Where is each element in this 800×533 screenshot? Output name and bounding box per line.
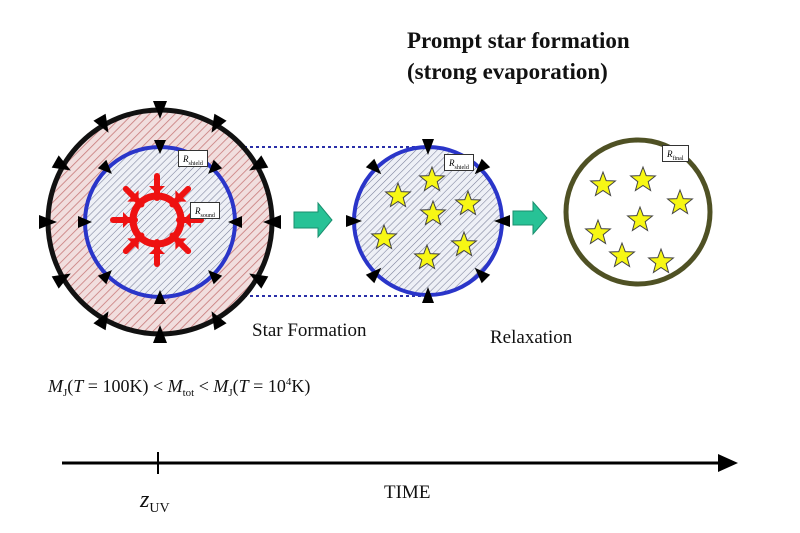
star-icon: [454, 189, 482, 216]
star-icon: [419, 199, 447, 226]
title-line-2: (strong evaporation): [407, 59, 608, 84]
star-icon: [629, 165, 657, 192]
star-icon: [666, 188, 694, 215]
infall-arrow: [474, 158, 491, 175]
infall-arrow: [93, 311, 109, 331]
r-final-symbol: R: [667, 149, 673, 159]
star-icon: [384, 181, 412, 208]
star-forming-cloud: [346, 139, 510, 303]
star-icon: [589, 170, 617, 197]
star-icon: [626, 205, 654, 232]
star-icon: [418, 165, 446, 192]
infall-arrow: [97, 270, 112, 285]
infall-arrow: [211, 311, 227, 331]
infall-arrow: [263, 215, 281, 229]
infall-arrow: [208, 270, 223, 285]
r-shield-sub: shield: [188, 160, 203, 167]
r-final-tag: Rfinal: [662, 145, 689, 162]
infall-arrow: [365, 267, 382, 284]
infall-arrow: [39, 215, 57, 229]
stage-arrow-1: [293, 201, 333, 239]
infall-arrow: [249, 155, 269, 171]
infall-arrow: [51, 155, 71, 171]
sound-arrow: [149, 246, 165, 254]
star-icon: [584, 218, 612, 245]
r-final-sub: final: [672, 155, 684, 162]
infall-arrow: [249, 273, 269, 289]
star-icon: [413, 243, 441, 270]
r-sound-tag: Rsound: [190, 202, 220, 219]
infall-arrow: [78, 216, 92, 228]
infall-arrow: [51, 273, 71, 289]
infall-arrow: [153, 101, 167, 119]
mid-stars: [370, 165, 482, 270]
r-shield-tag-2: Rshield: [444, 154, 474, 171]
star-icon: [450, 230, 478, 257]
sound-arrow: [149, 186, 165, 194]
r-sound-sub: sound: [200, 212, 215, 219]
star-icon: [370, 223, 398, 250]
infall-arrow: [365, 158, 382, 175]
star-formation-label: Star Formation: [252, 320, 367, 341]
zuv-label: zUV: [140, 487, 170, 516]
sound-region-spikes: [110, 173, 204, 267]
infall-arrow: [154, 140, 166, 154]
relaxed-stars: [584, 165, 694, 274]
sound-arrow: [127, 238, 139, 250]
infall-arrow: [474, 267, 491, 284]
relaxed-cluster: [563, 137, 713, 287]
diagram-title: Prompt star formation (strong evaporatio…: [407, 25, 630, 87]
infall-arrow: [346, 215, 362, 227]
collapsing-cloud: [39, 101, 281, 343]
time-axis-label: TIME: [384, 482, 431, 503]
jeans-mass-inequality: MJ(T = 100K) < Mtot < MJ(T = 104K): [48, 376, 311, 399]
title-line-1: Prompt star formation: [407, 28, 630, 53]
relaxation-label: Relaxation: [490, 327, 573, 348]
mid-infall-arrows: [346, 139, 510, 303]
stage-arrow-2: [512, 200, 548, 236]
infall-arrow: [154, 290, 166, 304]
infall-arrow: [93, 113, 109, 133]
infall-arrow: [211, 113, 227, 133]
infall-arrow: [97, 159, 112, 174]
r-shield-tag: Rshield: [178, 150, 208, 167]
infall-arrow: [228, 216, 242, 228]
sound-arrow: [175, 238, 187, 250]
star-icon: [647, 247, 675, 274]
outer-infall-arrows: [39, 101, 281, 343]
r-shield-symbol: R: [183, 154, 189, 164]
sound-arrow: [123, 212, 131, 228]
infall-arrow: [208, 159, 223, 174]
r-shield2-sub: shield: [454, 164, 469, 171]
infall-arrow: [494, 215, 510, 227]
star-icon: [608, 241, 636, 268]
sound-arrow: [183, 212, 191, 228]
sound-arrow: [127, 190, 139, 202]
infall-arrow: [422, 139, 434, 155]
sound-arrow: [175, 190, 187, 202]
infall-arrow: [153, 325, 167, 343]
infall-arrow: [422, 287, 434, 303]
r-shield2-symbol: R: [449, 158, 455, 168]
r-sound-symbol: R: [195, 206, 201, 216]
time-axis-arrowhead: [718, 454, 738, 472]
inner-infall-arrows: [78, 140, 242, 304]
